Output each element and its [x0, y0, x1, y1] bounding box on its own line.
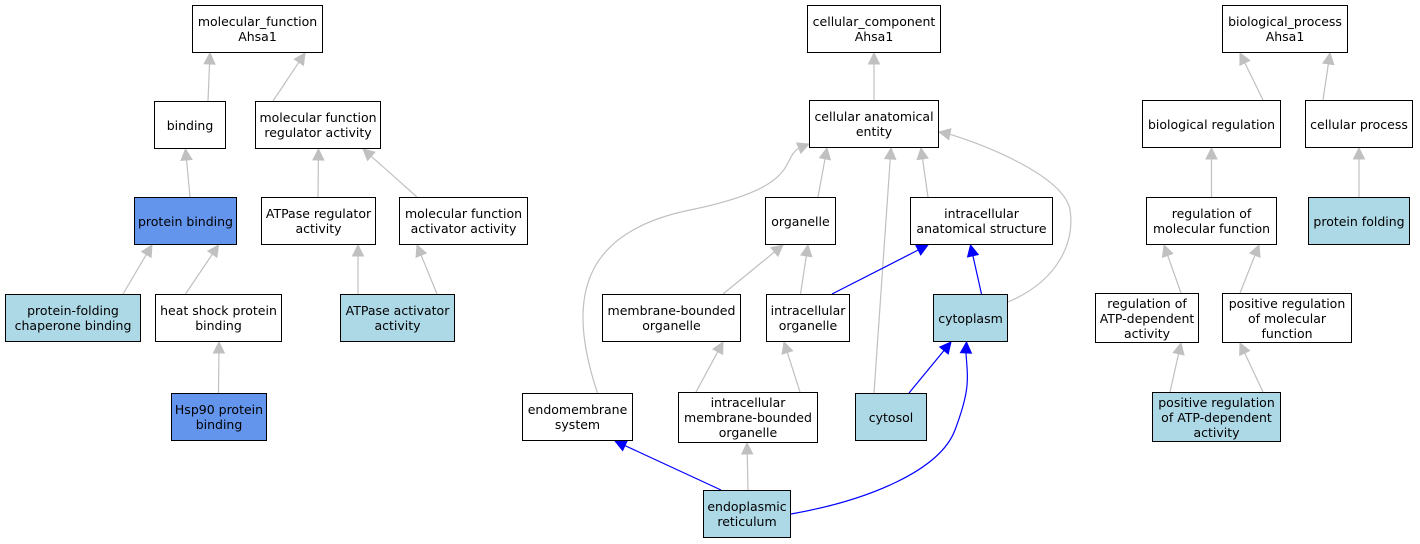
edge-pfcb-to-pbind [122, 254, 147, 295]
node-biological-process-root[interactable]: biological_process Ahsa1 [1222, 5, 1348, 53]
edge-cyto-to-ias-arrowhead [966, 243, 980, 258]
node-endoplasmic-reticulum[interactable]: endoplasmic reticulum [703, 490, 791, 538]
edge-mfact-to-mfra [370, 155, 418, 198]
node-membrane-bounded-organelle[interactable]: membrane-bounded organelle [602, 294, 741, 342]
edge-regatp-to-regmf [1167, 255, 1182, 294]
node-intracellular-membrane-bounded-organelle[interactable]: intracellular membrane-bounded organelle [678, 392, 818, 443]
edge-cytosol-to-cyto-arrowhead [938, 341, 952, 355]
edge-cae-to-cc_root-arrowhead [867, 51, 881, 65]
edge-binding-to-mf_root [207, 63, 211, 102]
node-cellular-process[interactable]: cellular process [1305, 100, 1413, 148]
node-molecular-function-activator-activity[interactable]: molecular function activator activity [399, 197, 528, 245]
node-endomembrane-system[interactable]: endomembrane system [522, 393, 633, 441]
node-positive-regulation-of-molecular-function[interactable]: positive regulation of molecular functio… [1222, 293, 1352, 343]
edge-er-to-cyto-arrowhead [959, 340, 973, 354]
edge-organelle-to-cae [817, 158, 826, 198]
edge-hspb-to-pbind-arrowhead [206, 244, 220, 259]
edge-imbo-to-io [786, 352, 801, 393]
edge-bioreg-to-bp_root [1244, 62, 1264, 101]
edge-mfra-to-mf_root-arrowhead [293, 52, 306, 67]
edge-er-to-imbo-arrowhead [740, 441, 754, 455]
node-positive-regulation-of-atp-dependent-activity[interactable]: positive regulation of ATP-dependent act… [1152, 392, 1281, 442]
node-molecular-function-regulator-activity[interactable]: molecular function regulator activity [255, 101, 381, 149]
edge-mfra-to-mf_root [272, 61, 300, 102]
node-cellular-anatomical-entity[interactable]: cellular anatomical entity [809, 100, 939, 148]
edge-ias-to-cae [921, 158, 929, 198]
node-intracellular-anatomical-structure[interactable]: intracellular anatomical structure [910, 197, 1053, 245]
edge-mbo-to-organelle [722, 251, 775, 295]
edge-binding-to-mf_root-arrowhead [203, 51, 216, 65]
node-molecular-function-root[interactable]: molecular_function Ahsa1 [192, 5, 323, 53]
node-regulation-of-molecular-function[interactable]: regulation of molecular function [1146, 197, 1277, 245]
edge-posregatp-to-regatp [1169, 353, 1180, 393]
node-heat-shock-protein-binding[interactable]: heat shock protein binding [155, 294, 282, 342]
node-biological-regulation[interactable]: biological regulation [1142, 100, 1281, 148]
node-regulation-of-atp-dependent-activity[interactable]: regulation of ATP-dependent activity [1095, 293, 1199, 343]
node-protein-binding[interactable]: protein binding [134, 197, 237, 245]
edge-cyto-to-ias [972, 255, 983, 295]
edge-er-to-endo [624, 445, 722, 491]
edge-cytosol-to-cae-arrowhead [883, 146, 897, 160]
edge-cytosol-to-cyto [908, 350, 945, 394]
edge-pbind-to-binding [185, 159, 191, 198]
edge-cyto-to-cae-arrowhead [937, 128, 952, 141]
edge-er-to-imbo [746, 453, 749, 491]
edge-posregatp-to-regatp-arrowhead [1172, 341, 1185, 356]
edge-hspb-to-pbind [185, 253, 213, 295]
edge-hsp90-to-hspb-arrowhead [212, 340, 226, 354]
edge-io-to-organelle-arrowhead [800, 243, 813, 258]
edge-regmf-to-bioreg-arrowhead [1205, 146, 1218, 160]
node-intracellular-organelle[interactable]: intracellular organelle [766, 294, 850, 342]
edge-er-to-cyto [790, 352, 968, 515]
edge-imbo-to-mbo [695, 351, 719, 393]
node-cytosol[interactable]: cytosol [855, 393, 927, 441]
edge-organelle-to-cae-arrowhead [818, 146, 832, 161]
edge-posregatp-to-posregmf [1244, 352, 1264, 393]
node-binding[interactable]: binding [154, 101, 226, 149]
edge-cytosol-to-cae [873, 158, 891, 394]
node-organelle[interactable]: organelle [765, 197, 836, 245]
edge-io-to-organelle [799, 255, 807, 295]
node-hsp90-protein-binding[interactable]: Hsp90 protein binding [171, 393, 267, 441]
edge-io-to-ias [831, 249, 919, 295]
node-atpase-regulator-activity[interactable]: ATPase regulator activity [261, 197, 376, 245]
edge-atpreg-to-mfra-arrowhead [312, 147, 325, 161]
edge-cellproc-to-bp_root-arrowhead [1322, 51, 1335, 66]
edge-imbo-to-io-arrowhead [781, 340, 794, 355]
edge-cyto-to-cae [949, 133, 1072, 303]
edge-mbo-to-organelle-arrowhead [770, 244, 784, 258]
edge-ias-to-cae-arrowhead [916, 146, 929, 161]
node-protein-folding-chaperone-binding[interactable]: protein-folding chaperone binding [5, 294, 141, 342]
edge-posregmf-to-regmf [1239, 255, 1256, 294]
node-atpase-activator-activity[interactable]: ATPase activator activity [340, 294, 455, 342]
edge-atpact-to-mfact [420, 254, 438, 295]
node-cellular-component-root[interactable]: cellular_component Ahsa1 [807, 5, 941, 53]
edge-pbind-to-binding-arrowhead [180, 147, 193, 162]
node-cytoplasm[interactable]: cytoplasm [933, 294, 1008, 342]
edge-atpact-to-atpreg-arrowhead [351, 243, 365, 257]
node-protein-folding[interactable]: protein folding [1308, 197, 1410, 245]
edge-endo-to-cae [582, 147, 800, 394]
edge-cellproc-to-bp_root [1322, 63, 1329, 101]
edge-pfold-to-cellproc-arrowhead [1352, 146, 1366, 160]
edge-pfcb-to-pbind-arrowhead [140, 244, 153, 259]
